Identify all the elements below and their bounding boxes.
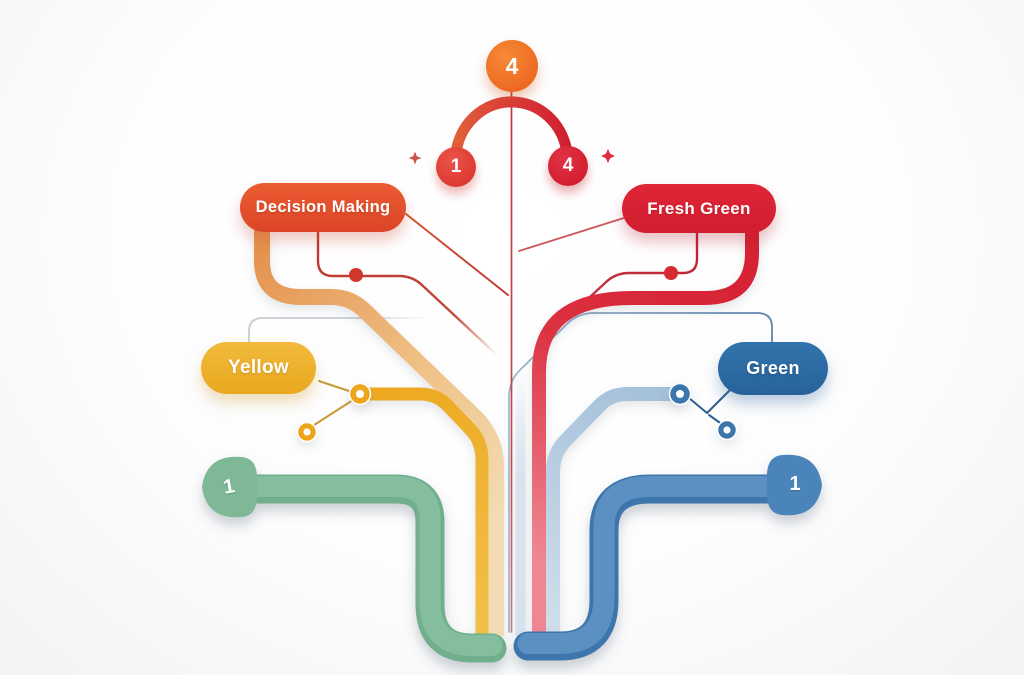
top-cluster xyxy=(408,96,615,165)
red-branch-band xyxy=(532,231,759,636)
green-flow-band xyxy=(235,474,507,663)
connector-dot-left xyxy=(349,268,363,282)
root-node-circle: 4 xyxy=(486,40,538,92)
yellow-node-links xyxy=(310,380,354,428)
branch-pill-decision-making: Decision Making xyxy=(240,183,406,232)
flow-bands xyxy=(202,454,822,663)
left-arrow-value-text: 1 xyxy=(221,474,237,499)
pale-blue-branch-band xyxy=(546,387,687,643)
right-child-node-value: 4 xyxy=(562,155,574,176)
sparkle-icon-right xyxy=(601,149,615,163)
green-arrowhead-icon xyxy=(202,456,258,518)
branch-pill-fresh-green-label: Fresh Green xyxy=(647,198,751,218)
thin-connectors xyxy=(248,91,773,633)
right-arrow-value: 1 xyxy=(776,467,814,501)
branch-pill-green: Green xyxy=(718,342,828,395)
right-arrow-value-text: 1 xyxy=(789,472,801,495)
root-node-value: 4 xyxy=(505,52,519,79)
branch-pill-yellow: Yellow xyxy=(201,342,316,394)
yellow-pill-top-connector xyxy=(248,317,431,345)
green-flow-band-highlight xyxy=(239,476,503,656)
yellow-ring-node-2-hole xyxy=(303,428,311,436)
left-child-node-circle: 1 xyxy=(436,147,476,187)
branch-pill-yellow-label: Yellow xyxy=(228,357,289,378)
blue-flow-band-highlight xyxy=(517,476,787,654)
right-child-node-circle: 4 xyxy=(548,146,588,186)
blue-flow-band xyxy=(513,474,791,661)
left-child-node-value: 1 xyxy=(450,156,462,177)
left-arrow-value: 1 xyxy=(207,467,250,507)
sparkle-icon-left xyxy=(408,151,422,165)
yellow-branch-band xyxy=(353,387,489,643)
blue-ring-node-1-hole xyxy=(676,390,684,398)
top-arch xyxy=(450,96,573,159)
branch-pill-fresh-green: Fresh Green xyxy=(622,184,776,233)
blue-ring-node-2-hole xyxy=(723,426,731,434)
orange-branch-band xyxy=(254,230,504,636)
ring-nodes xyxy=(296,382,738,443)
fresh-left-connector xyxy=(518,216,628,252)
yellow-ring-node-1-hole xyxy=(356,390,364,398)
decision-right-connector xyxy=(405,213,509,296)
fresh-bottom-connector xyxy=(544,231,699,340)
branch-pill-decision-making-label: Decision Making xyxy=(255,198,391,216)
connector-dot-right xyxy=(664,266,678,280)
blue-arrowhead-icon xyxy=(766,454,822,516)
green-node-links xyxy=(688,386,734,426)
branch-bands xyxy=(254,230,759,643)
decision-bottom-connector xyxy=(316,231,499,357)
branch-pill-green-label: Green xyxy=(746,358,800,378)
